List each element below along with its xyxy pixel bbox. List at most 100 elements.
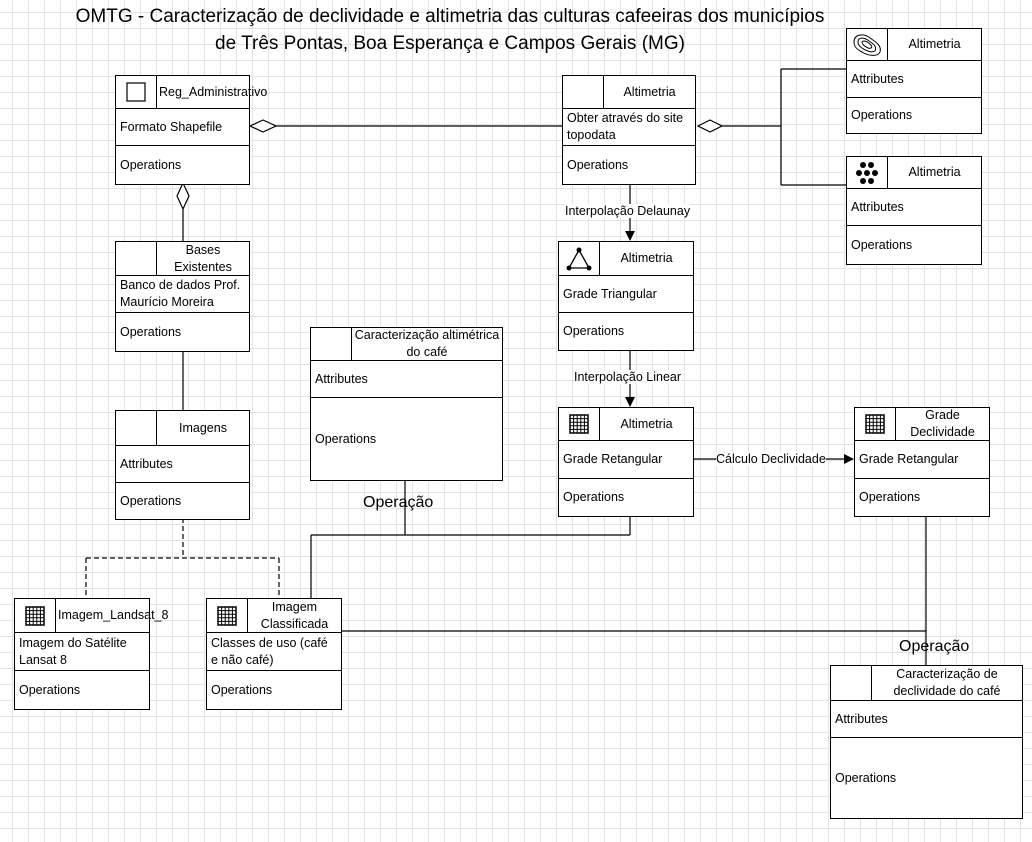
class-name: Altimetria <box>620 251 673 265</box>
isoline-icon <box>853 33 881 56</box>
class-section: Imagem do Satélite Lansat 8 <box>15 633 149 671</box>
class-header: Altimetria <box>563 76 695 109</box>
class-section: Operations <box>851 237 913 252</box>
class-header: Altimetria <box>847 157 981 189</box>
class-name: Caracterização altimétrica do café <box>354 328 500 359</box>
class-header: Caracterização de declividade do café <box>831 666 1022 701</box>
class-section: Operations <box>211 682 273 697</box>
class-section: Operations <box>835 770 897 785</box>
label-operacao-1: Operação <box>363 494 434 511</box>
grid-icon <box>217 605 237 626</box>
class-section: Attributes <box>831 701 1022 738</box>
sample-points-icon <box>856 161 878 184</box>
none-icon <box>563 76 604 108</box>
class-name: Caracterização de declividade do café <box>893 667 1001 698</box>
aggregation-topo-altimetria <box>722 68 846 186</box>
grid-icon <box>865 414 885 434</box>
diamond-icon <box>248 119 278 133</box>
class-section: Obter através do site topodata <box>563 109 695 146</box>
operation-link-1 <box>310 479 631 598</box>
class-header: Grade Declividade <box>855 408 989 441</box>
points-icon <box>847 157 888 188</box>
class-section: Operations <box>120 157 182 172</box>
polygon-icon <box>126 82 146 102</box>
class-header: Imagens <box>116 411 249 446</box>
grid-icon <box>855 408 896 440</box>
class-section: Operations <box>120 324 182 339</box>
none-icon <box>831 666 872 700</box>
class-section: Operations <box>563 324 625 338</box>
class-section: Operations <box>19 682 81 697</box>
class-section: Operations <box>563 490 625 504</box>
class-header: Reg_Administrativo <box>116 76 267 109</box>
class-section: Operations <box>315 431 377 446</box>
class-header: Altimetria <box>847 29 981 61</box>
class-section: Formato Shapefile <box>116 109 249 146</box>
grid-icon <box>25 605 45 626</box>
label-interpolacao-linear: Interpolação Linear <box>574 370 682 384</box>
class-header: Imagem_Landsat_8 <box>15 599 169 633</box>
label-operacao-2: Operação <box>899 638 970 655</box>
class-name: Reg_Administrativo <box>159 84 268 99</box>
diamond-icon <box>176 181 190 211</box>
class-header: Altimetria <box>559 408 693 441</box>
class-header: Altimetria <box>559 242 693 276</box>
class-section: Attributes <box>847 189 981 226</box>
class-name: Grade Declividade <box>910 408 975 439</box>
contour-icon <box>847 29 888 60</box>
class-section: Banco de dados Prof. Maurício Moreira <box>116 276 249 313</box>
class-name: Altimetria <box>908 37 961 51</box>
none-icon <box>116 242 157 275</box>
label-interpolacao-delaunay: Interpolação Delaunay <box>565 204 691 218</box>
class-header: Imagem Classificada <box>207 599 341 633</box>
grid-icon <box>569 414 589 434</box>
class-name: Bases Existentes <box>174 242 232 274</box>
class-name: Altimetria <box>908 165 961 179</box>
grid-icon <box>15 599 56 632</box>
square-icon <box>116 76 157 108</box>
class-section: Operations <box>859 490 921 504</box>
diagram-title-line2: de Três Pontas, Boa Esperança e Campos G… <box>215 33 685 54</box>
none-icon <box>116 411 157 445</box>
class-section: Operations <box>567 157 629 172</box>
none-icon <box>311 328 352 360</box>
class-section: Attributes <box>847 61 981 98</box>
class-section: Grade Retangular <box>855 441 989 479</box>
diagram-title-line1: OMTG - Caracterização de declividade e a… <box>75 6 825 27</box>
label-calculo-declividade: Cálculo Declividade <box>716 452 826 466</box>
class-name: Imagem Classificada <box>260 599 329 631</box>
class-name: Altimetria <box>623 84 676 99</box>
class-section: Attributes <box>116 446 249 483</box>
grid-icon <box>207 599 248 632</box>
class-section: Operations <box>120 493 182 508</box>
tin-icon <box>566 247 592 270</box>
class-name: Altimetria <box>620 416 673 431</box>
grid-icon <box>559 408 600 440</box>
class-section: Attributes <box>311 361 502 398</box>
class-header: Caracterização altimétrica do café <box>311 328 502 361</box>
class-name: Imagem_Landsat_8 <box>58 608 169 622</box>
operation-link-2 <box>342 515 927 665</box>
class-section: Classes de uso (café e não café) <box>207 633 341 671</box>
triangle-icon <box>559 242 600 275</box>
class-name: Imagens <box>179 420 227 435</box>
class-header: Bases Existentes <box>116 242 249 276</box>
class-section: Operations <box>851 108 913 122</box>
class-section: Grade Retangular <box>559 441 693 479</box>
class-section: Grade Triangular <box>559 276 693 313</box>
generalization-imagens <box>85 518 280 598</box>
